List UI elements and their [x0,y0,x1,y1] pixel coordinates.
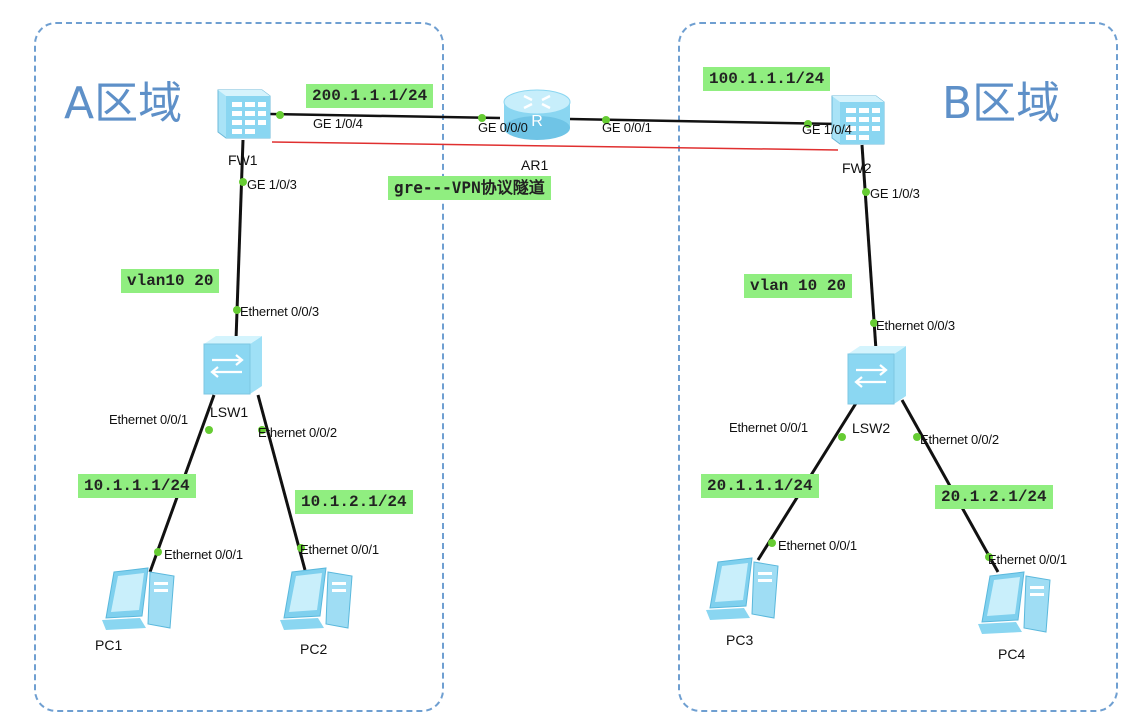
port-label-ar1-ge001: GE 0/0/1 [602,120,652,135]
zone-a-title: A区域 [64,78,183,129]
port-dot [768,539,776,547]
port-dot [870,319,878,327]
device-label-lsw2: LSW2 [852,420,891,436]
port-label-fw1-ge104: GE 1/0/4 [313,116,363,131]
tag-fw1-ip: 200.1.1.1/24 [306,84,434,108]
device-label-fw1: FW1 [228,152,258,168]
tag-pc2-ip: 10.1.2.1/24 [295,490,413,514]
tag-vlan-b: vlan 10 20 [744,274,853,298]
port-dot [913,433,921,441]
link-lsw1-pc2 [256,394,307,571]
switch-icon[interactable] [842,346,912,408]
port-label-pc2-e001: Ethernet 0/0/1 [300,542,379,557]
pc-icon[interactable] [976,570,1056,636]
firewall-icon[interactable] [826,92,890,148]
port-label-pc1-e001: Ethernet 0/0/1 [164,547,243,562]
port-dot [838,433,846,441]
device-label-fw2: FW2 [842,160,872,176]
port-dot [154,548,162,556]
port-dot [297,544,305,552]
port-dot [804,120,812,128]
device-label-ar1: AR1 [521,157,549,173]
device-label-pc4: PC4 [998,646,1026,662]
port-dot [239,178,247,186]
port-label-fw2-ge104: GE 1/0/4 [802,122,852,137]
port-label-lsw1-e002: Ethernet 0/0/2 [258,425,337,440]
link-fw1-ar1 [269,112,501,120]
port-label-ar1-ge000: GE 0/0/0 [478,120,528,135]
gre-tunnel-line [271,141,839,151]
port-dot [258,426,266,434]
pc-icon[interactable] [704,556,784,622]
zone-b-title: B区域 [942,78,1061,129]
tag-pc3-ip: 20.1.1.1/24 [701,474,819,498]
port-label-lsw1-e001: Ethernet 0/0/1 [109,412,188,427]
port-label-lsw1-e003: Ethernet 0/0/3 [240,304,319,319]
port-label-fw2-ge103: GE 1/0/3 [870,186,920,201]
tag-vlan-a: vlan10 20 [121,269,220,293]
port-dot [602,116,610,124]
switch-icon[interactable] [198,336,268,398]
port-dot [862,188,870,196]
link-ar1-fw2 [569,117,839,126]
tag-fw2-ip: 100.1.1.1/24 [703,67,831,91]
port-label-lsw2-e001: Ethernet 0/0/1 [729,420,808,435]
port-dot [276,111,284,119]
port-label-lsw2-e003: Ethernet 0/0/3 [876,318,955,333]
tag-pc1-ip: 10.1.1.1/24 [78,474,196,498]
device-label-lsw1: LSW1 [210,404,249,420]
firewall-icon[interactable] [212,86,276,142]
device-label-pc1: PC1 [95,637,123,653]
pc-icon[interactable] [278,566,358,632]
port-label-pc4-e001: Ethernet 0/0/1 [988,552,1067,567]
link-fw2-lsw2 [860,144,878,351]
port-label-fw1-ge103: GE 1/0/3 [247,177,297,192]
router-icon[interactable]: R [500,86,574,144]
tag-pc4-ip: 20.1.2.1/24 [935,485,1053,509]
pc-icon[interactable] [100,566,180,632]
svg-text:R: R [531,113,543,130]
port-dot [985,553,993,561]
port-label-pc3-e001: Ethernet 0/0/1 [778,538,857,553]
port-dot [205,426,213,434]
port-dot [233,306,241,314]
port-label-lsw2-e002: Ethernet 0/0/2 [920,432,999,447]
device-label-pc3: PC3 [726,632,754,648]
tag-gre-tunnel: gre---VPN协议隧道 [388,176,551,200]
port-dot [478,114,486,122]
device-label-pc2: PC2 [300,641,328,657]
